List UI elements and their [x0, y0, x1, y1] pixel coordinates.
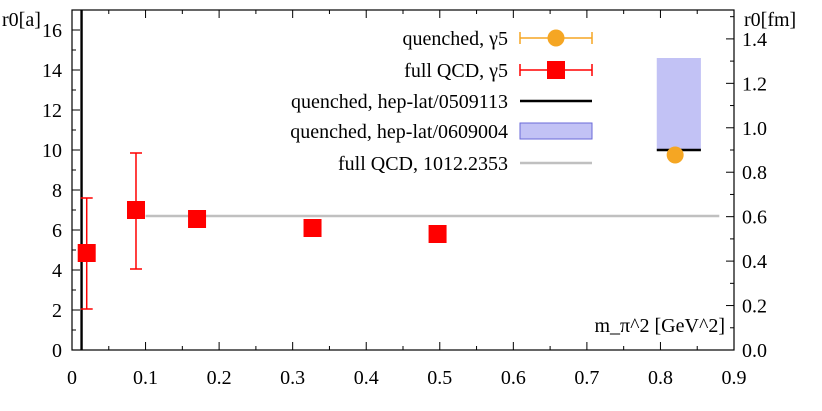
- y-tick-label-right: 1.2: [742, 73, 767, 95]
- point-full-qcd-gamma5: [188, 210, 207, 228]
- x-tick-label: 0.7: [574, 367, 599, 389]
- y-tick-label-right: 0.0: [742, 340, 767, 362]
- x-axis-label: m_π^2 [GeV^2]: [594, 315, 725, 337]
- legend-label: full QCD, γ5: [404, 60, 508, 82]
- legend: quenched, γ5 full QCD, γ5 quenched, hep-la…: [290, 28, 593, 175]
- x-tick-label: 0.2: [207, 367, 232, 389]
- plot-frame: [71, 9, 735, 351]
- legend-label: quenched, hep-lat/0609004: [290, 121, 508, 143]
- x-tick-label: 0.3: [280, 367, 305, 389]
- y-tick-label-right: 0.2: [742, 296, 767, 318]
- y-tick-label-left: 14: [42, 60, 62, 82]
- errorbar-layer: [80, 152, 204, 310]
- x-tick-label: 0.9: [722, 367, 747, 389]
- legend-label: quenched, hep-lat/0509113: [291, 91, 508, 113]
- point-full-qcd-gamma5: [77, 244, 96, 262]
- point-quenched-gamma5: [666, 146, 684, 164]
- legend-symbol-square: [547, 61, 565, 79]
- y-tick-label-left: 6: [52, 220, 62, 242]
- y-tick-label-right: 0.6: [742, 207, 767, 229]
- legend-label: quenched, γ5: [403, 28, 508, 50]
- point-full-qcd-gamma5: [428, 225, 447, 243]
- x-tick-label: 0.5: [427, 367, 452, 389]
- x-tick-label: 0.6: [501, 367, 526, 389]
- reference-line-layer: [80, 10, 720, 350]
- legend-symbol-circle: [547, 29, 565, 47]
- y-tick-label-left: 2: [52, 300, 62, 322]
- y-tick-label-right: 1.0: [742, 118, 767, 140]
- x-tick-label: 0.8: [648, 367, 673, 389]
- y-tick-label-left: 0: [52, 340, 62, 362]
- data-point-layer: [77, 146, 684, 262]
- x-tick-label: 0.1: [133, 367, 158, 389]
- y-tick-label-left: 12: [42, 100, 62, 122]
- band-hep-lat-0609004: [656, 58, 701, 150]
- band-layer: [656, 58, 701, 150]
- y-tick-label-left: 16: [42, 20, 62, 42]
- y-axis-label-left: r0[a]: [2, 9, 41, 31]
- point-full-qcd-gamma5: [126, 201, 145, 219]
- tick-layer: 0 0.1 0.2 0.3 0.4 0.5 0.6 0.7 0.8 0.9 0 2 4 6 8 10 12 14 1…: [42, 10, 767, 389]
- legend-symbol-band: [519, 122, 593, 140]
- y-tick-label-right: 0.8: [742, 162, 767, 184]
- y-tick-label-right: 0.4: [742, 251, 767, 273]
- y-tick-label-right: 1.4: [742, 29, 767, 51]
- y-axis-label-right: r0[fm]: [744, 9, 796, 31]
- x-tick-label: 0: [67, 367, 77, 389]
- y-tick-label-left: 4: [52, 260, 62, 282]
- y-tick-label-left: 8: [52, 180, 62, 202]
- x-tick-label: 0.4: [354, 367, 379, 389]
- legend-label: full QCD, 1012.2353: [338, 153, 508, 175]
- y-tick-label-left: 10: [42, 140, 62, 162]
- point-full-qcd-gamma5: [303, 219, 322, 237]
